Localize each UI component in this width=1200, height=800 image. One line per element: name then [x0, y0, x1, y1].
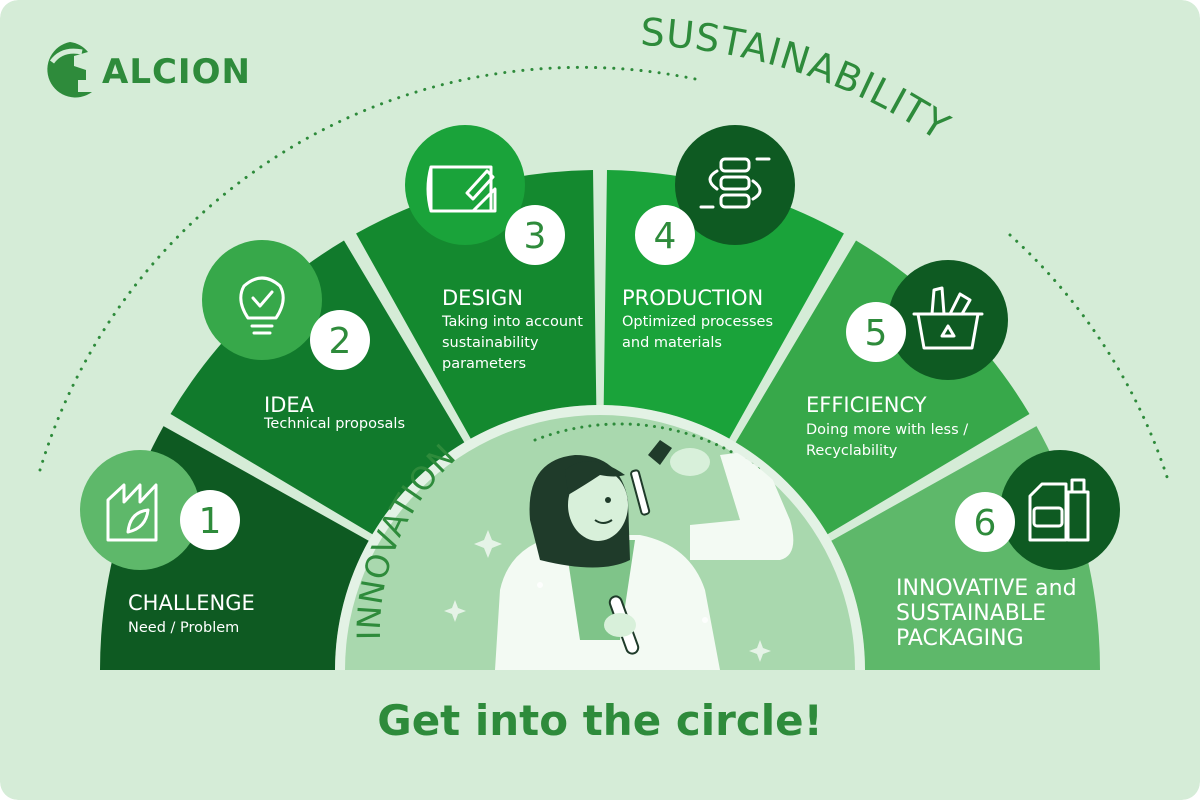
- step-number: 5: [865, 313, 888, 354]
- scientist-with-dropper-icon: [444, 440, 794, 670]
- step-badge-5: [846, 302, 906, 362]
- step-description: Recyclability: [806, 443, 898, 459]
- packaging-containers-icon: [1000, 450, 1120, 570]
- recycle-basket-icon: [888, 260, 1008, 380]
- step-title: INNOVATIVE and: [896, 576, 1077, 601]
- step-description: Optimized processes: [622, 314, 773, 330]
- step-number: 4: [654, 216, 677, 257]
- step-title: EFFICIENCY: [806, 393, 927, 417]
- step-description: and materials: [622, 335, 722, 351]
- brand-name: ALCION: [102, 52, 251, 92]
- step-number: 2: [329, 321, 352, 362]
- step-title-line3: PACKAGING: [896, 626, 1024, 651]
- spartan-helmet-icon: [47, 42, 92, 98]
- step-description: parameters: [442, 356, 526, 372]
- step-title-line2: SUSTAINABLE: [896, 601, 1046, 626]
- footer-tagline: Get into the circle!: [377, 696, 823, 745]
- process-flow-icon: [675, 125, 795, 245]
- segment-2: [170, 240, 465, 535]
- inner-dotted-arc: [533, 422, 762, 472]
- outer-dotted-arc-left: [38, 65, 702, 472]
- step-description: sustainability: [442, 335, 539, 351]
- step-title: IDEA: [264, 393, 315, 417]
- step-badge-2: [310, 310, 370, 370]
- step-badge-4: [635, 205, 695, 265]
- step-description: Technical proposals: [263, 416, 405, 432]
- step-title: DESIGN: [442, 286, 523, 310]
- step-number: 3: [524, 216, 547, 257]
- step-description: Doing more with less /: [806, 422, 968, 438]
- lightbulb-check-icon: [202, 240, 322, 360]
- step-badge-1: [180, 490, 240, 550]
- step-number: 1: [199, 501, 222, 542]
- blueprint-pencil-icon: [405, 125, 525, 245]
- step-number: 6: [974, 503, 997, 544]
- segment-5: [735, 240, 1030, 535]
- factory-leaf-icon: [80, 450, 200, 570]
- step-description: Need / Problem: [128, 620, 239, 636]
- step-badge-3: [505, 205, 565, 265]
- step-description: Taking into account: [441, 314, 583, 330]
- step-badge-6: [955, 492, 1015, 552]
- brand-logo: ALCION: [47, 42, 251, 98]
- step-title: CHALLENGE: [128, 591, 255, 615]
- outer-dotted-arc-right: [1008, 233, 1170, 482]
- step-title: PRODUCTION: [622, 286, 763, 310]
